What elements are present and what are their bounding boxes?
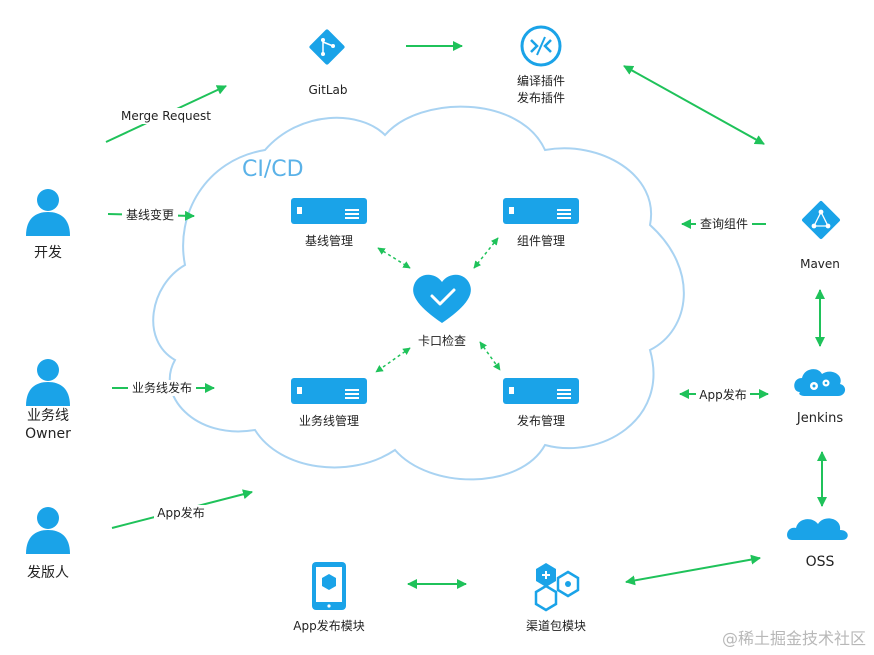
server-icon (291, 378, 367, 404)
arrow-channel-oss (625, 554, 761, 586)
cloud-storage-icon (787, 518, 848, 540)
oss-label: OSS (806, 554, 835, 570)
phone-icon (312, 562, 346, 610)
bizline-release-label: 业务线发布 (132, 380, 192, 395)
server-icon (503, 378, 579, 404)
watermark: @稀土掘金技术社区 (722, 629, 866, 648)
server-icon (291, 198, 367, 224)
merge-plugin-icon (520, 25, 562, 67)
plugins-label-line2: 发布插件 (517, 90, 565, 105)
cloud-title: CI/CD (242, 157, 304, 182)
baseline-mgmt-label: 基线管理 (305, 233, 353, 248)
maven-icon (802, 201, 840, 239)
user-icon (26, 359, 70, 406)
owner-label-line2: Owner (25, 426, 71, 442)
developer-label: 开发 (34, 245, 62, 261)
jenkins-icon (794, 369, 846, 396)
cicd-cloud (152, 105, 685, 481)
query-component-label: 查询组件 (700, 217, 748, 231)
gitlab-label: GitLab (309, 83, 348, 97)
bizline-mgmt-label: 业务线管理 (299, 413, 359, 428)
arrow-plugins-maven (623, 65, 765, 145)
baseline-change-label: 基线变更 (126, 207, 174, 222)
user-icon (26, 507, 70, 554)
publisher-label: 发版人 (27, 565, 69, 581)
server-icon (503, 198, 579, 224)
app-release-left-label: App发布 (157, 505, 204, 520)
plugins-label-line1: 编译插件 (517, 73, 565, 88)
gate-check-label: 卡口检查 (418, 333, 466, 348)
dashed-connector (479, 341, 501, 371)
heart-check-icon (413, 274, 471, 323)
dashed-connector (473, 237, 499, 269)
app-release-right-label: App发布 (699, 387, 746, 402)
user-icon (26, 189, 70, 236)
release-mgmt-label: 发布管理 (517, 413, 565, 428)
dashed-connector (375, 347, 411, 373)
jenkins-label: Jenkins (796, 411, 843, 426)
gitlab-icon (309, 29, 345, 65)
dashed-connector (377, 247, 411, 269)
app-module-label: App发布模块 (293, 618, 364, 633)
channel-module-icon (534, 563, 580, 612)
channel-label: 渠道包模块 (526, 619, 586, 633)
merge-request-label: Merge Request (121, 109, 211, 123)
owner-label-line1: 业务线 (27, 408, 69, 424)
component-mgmt-label: 组件管理 (517, 233, 565, 248)
maven-label: Maven (800, 257, 840, 271)
